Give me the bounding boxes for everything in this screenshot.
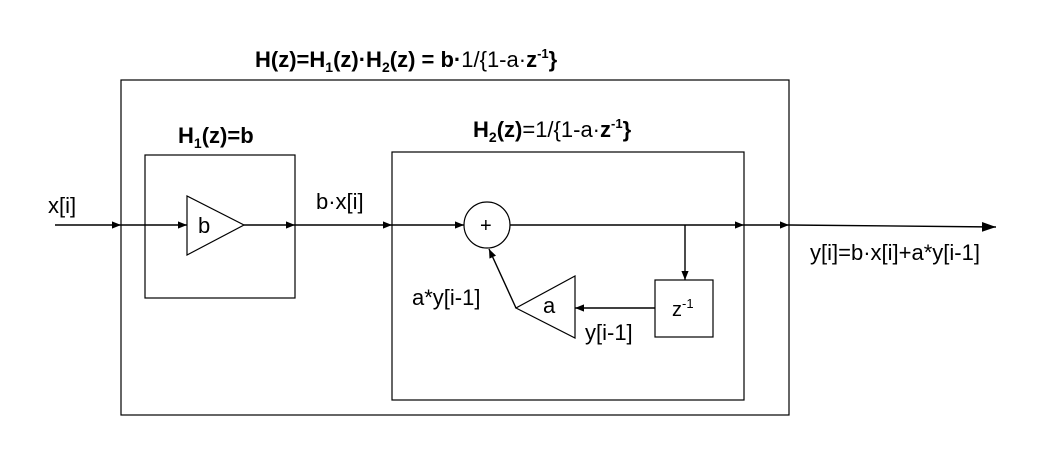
gain-a-triangle — [514, 274, 576, 339]
adder-symbol: + — [480, 215, 492, 237]
gain-a-label: a — [543, 293, 556, 318]
feedback-input-label: y[i-1] — [585, 320, 633, 345]
h2-block — [391, 151, 745, 401]
mid-signal-label: b·x[i] — [316, 189, 364, 214]
h2-title: H2(z)=1/{1-a·z-1} — [473, 116, 632, 145]
outer-system-box — [120, 79, 790, 416]
output-arrow — [788, 221, 997, 232]
feedback-output-label: a*y[i-1] — [412, 285, 480, 310]
h1-block — [144, 154, 296, 299]
gain-b-triangle — [186, 195, 246, 256]
gain-b-label: b — [198, 213, 210, 238]
delay-label: z-1 — [672, 296, 694, 321]
h1-title: H1(z)=b — [178, 123, 254, 151]
input-signal-label: x[i] — [48, 193, 76, 218]
output-signal-label: y[i]=b·x[i]+a*y[i-1] — [810, 240, 980, 265]
overall-transfer-function-title: H(z)=H1(z)·H2(z) = b·1/{1-a·z-1} — [255, 46, 558, 75]
gain-a-to-adder-arrow — [488, 248, 517, 309]
